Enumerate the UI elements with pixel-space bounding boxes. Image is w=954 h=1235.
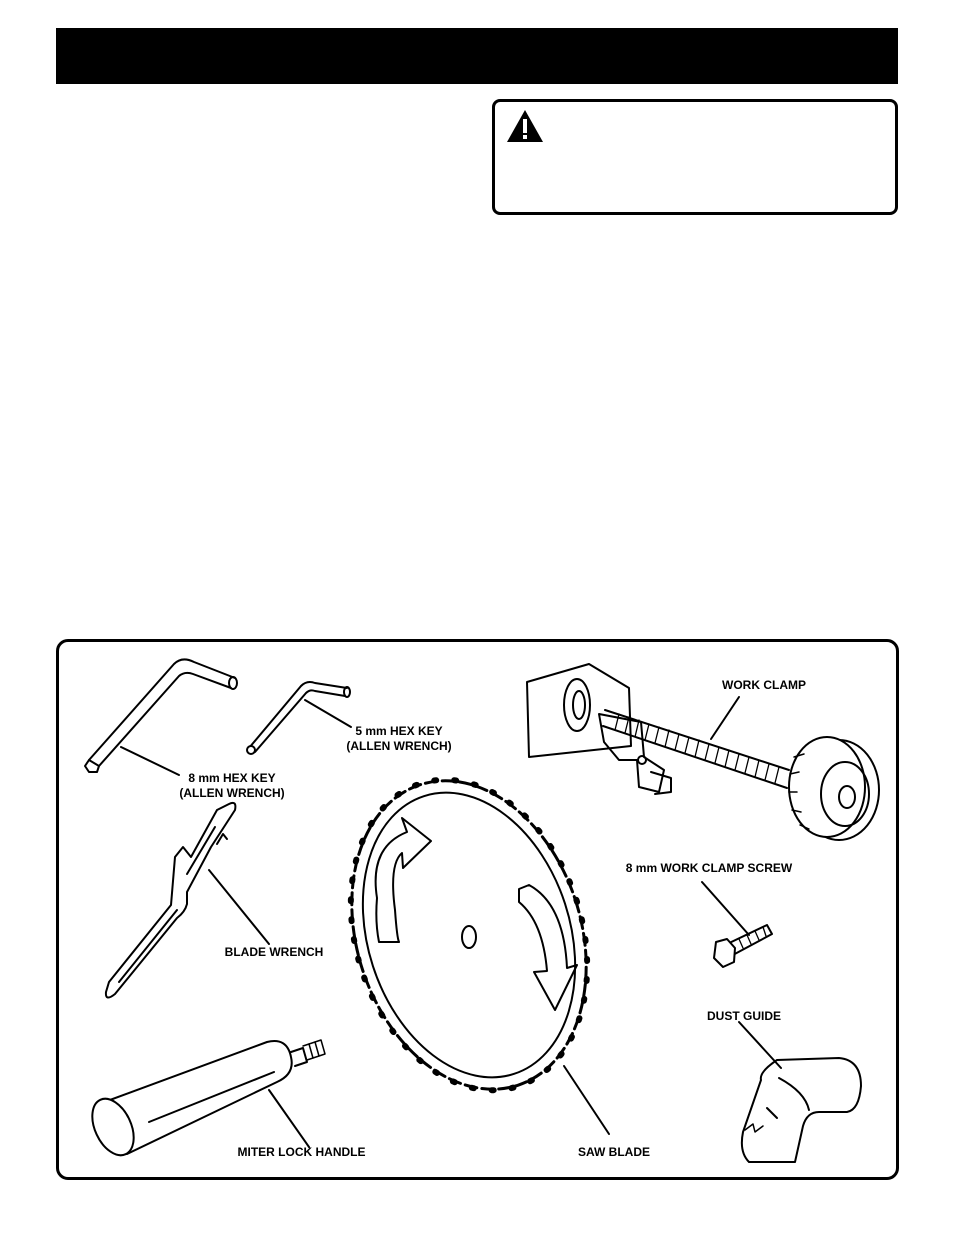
blade-wrench-label: BLADE WRENCH [224,945,324,959]
hex-key-8mm-label-line2: (ALLEN WRENCH) [179,786,285,800]
work-clamp-drawing [526,663,880,841]
dust-guide-label: DUST GUIDE [706,1009,781,1023]
warning-triangle-icon [507,110,543,142]
hex-key-8mm-label-line1: 8 mm HEX KEY [188,771,276,785]
parts-figure: 8 mm HEX KEY (ALLEN WRENCH) 5 mm HEX KEY… [56,639,899,1180]
miter-lock-handle-drawing [91,1039,326,1157]
work-clamp-screw-drawing [701,881,773,968]
warning-box [492,99,898,215]
parts-illustration [84,658,880,1163]
blade-wrench-drawing [104,801,270,999]
hex-key-5mm-label: 5 mm HEX KEY (ALLEN WRENCH) [334,724,464,754]
dust-guide-drawing [738,1021,862,1163]
saw-blade-drawing [347,776,610,1135]
hex-key-8mm-label: 8 mm HEX KEY (ALLEN WRENCH) [167,771,297,801]
saw-blade-label: SAW BLADE [578,1145,650,1159]
work-clamp-label: WORK CLAMP [722,678,806,692]
hex-key-8mm-drawing [84,658,238,776]
section-title-bar [56,28,898,84]
miter-lock-handle-label: MITER LOCK HANDLE [237,1145,366,1159]
hex-key-5mm-drawing [246,681,352,755]
hex-key-5mm-label-line1: 5 mm HEX KEY [355,724,443,738]
hex-key-5mm-label-line2: (ALLEN WRENCH) [346,739,452,753]
work-clamp-screw-label: 8 mm WORK CLAMP SCREW [625,861,793,875]
